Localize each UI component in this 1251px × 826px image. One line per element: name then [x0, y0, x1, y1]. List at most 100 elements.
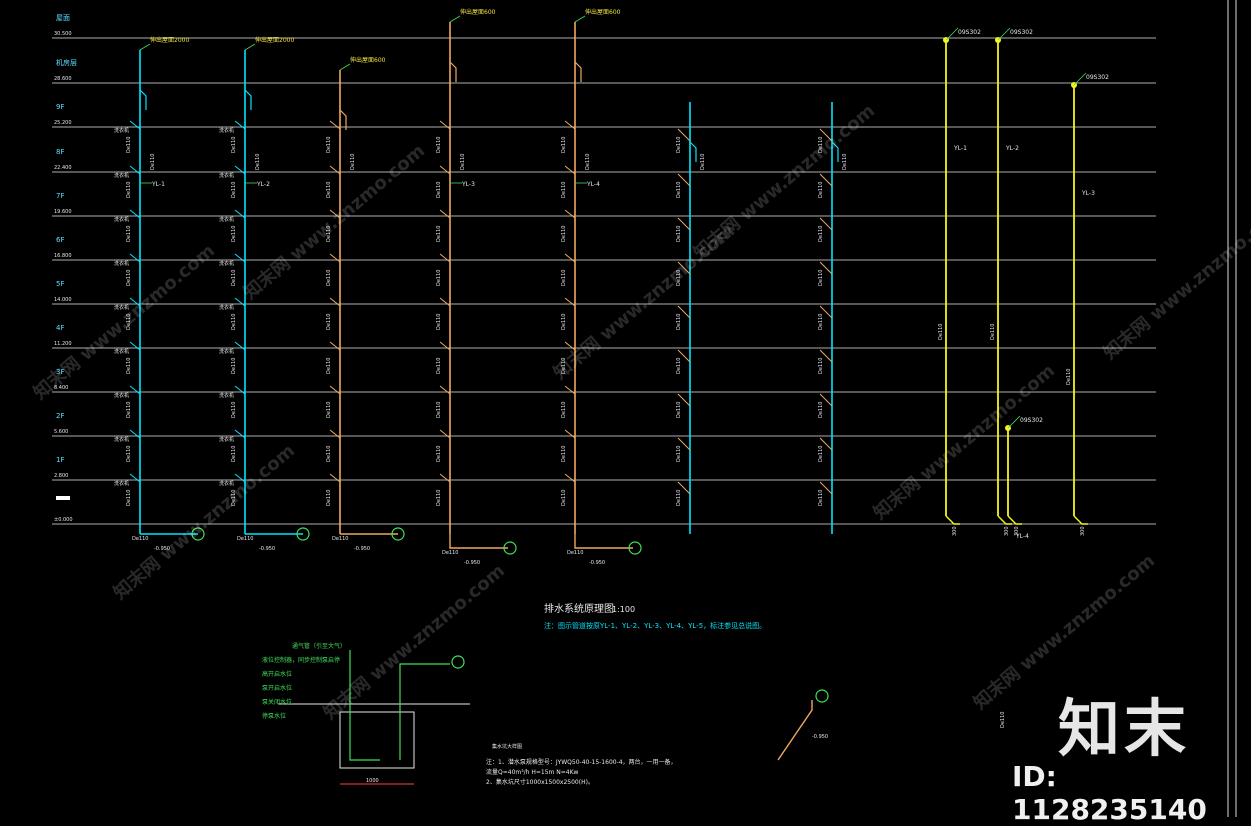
- branch-pipe: [234, 429, 246, 439]
- branch-pipe: [677, 393, 691, 407]
- pipe-size: De110: [676, 490, 682, 506]
- fixture-label: 洗衣机: [114, 392, 129, 399]
- pipe-size: De110: [818, 182, 824, 198]
- riser-tag: YL-2: [256, 181, 270, 188]
- floor-elevation: 2.800: [54, 473, 68, 479]
- riser-pipes: [129, 15, 1088, 555]
- outlet-pipe: [449, 534, 508, 549]
- branch-pipe: [819, 393, 833, 407]
- rain-tag: YL-2: [1005, 145, 1019, 152]
- pipe-offset: [831, 141, 839, 162]
- fixture-label: 洗衣机: [114, 480, 129, 487]
- watermark-text: 知末网 www.znzmo.com: [109, 440, 299, 604]
- rain-outlet: [997, 515, 1012, 525]
- bottom-elevation: -0.950: [812, 734, 828, 740]
- pipe-size: De110: [436, 270, 442, 286]
- pipe-size: De110: [818, 358, 824, 374]
- pipe-size: De110: [350, 154, 356, 170]
- pipe-size: De110: [126, 270, 132, 286]
- branch-pipe: [234, 297, 246, 307]
- pipe-size: De110: [700, 154, 706, 170]
- branch-pipe: [564, 209, 576, 219]
- fixture-label: 洗衣机: [114, 260, 129, 267]
- pit-outline: [339, 711, 415, 769]
- pipe-size: De110: [460, 154, 466, 170]
- leader-line: [244, 43, 256, 51]
- dim-label: 300: [1014, 526, 1020, 536]
- pit-note: 2、集水坑尺寸1000x1500x2500(H)。: [486, 778, 594, 786]
- pipe-size: De110: [326, 226, 332, 242]
- dim-label: 1000: [366, 778, 379, 784]
- branch-pipe: [329, 120, 341, 130]
- branch-pipe: [329, 209, 341, 219]
- branch-pipe: [677, 481, 691, 495]
- branch-pipe: [677, 173, 691, 187]
- branch-pipe: [329, 341, 341, 351]
- bottom-elevation: -0.950: [259, 546, 275, 552]
- pipe-size: De110: [818, 137, 824, 153]
- floor-elevation: 5.600: [54, 429, 68, 435]
- floor-elevation: 16.800: [54, 253, 72, 259]
- pipe-size: De110: [561, 490, 567, 506]
- pipe-size: De110: [436, 402, 442, 418]
- pump-pipe: [399, 663, 450, 760]
- branch-pipe: [564, 429, 576, 439]
- rain-tag: YL-1: [953, 145, 967, 152]
- pipe-size: De110: [326, 490, 332, 506]
- fixture-label: 洗衣机: [114, 348, 129, 355]
- floor-elevation: 30.500: [54, 31, 72, 37]
- fixture-label: 洗衣机: [114, 216, 129, 223]
- pit-title: 集水坑大样图: [492, 743, 522, 750]
- branch-pipe: [564, 165, 576, 175]
- pipe-offset: [139, 89, 147, 110]
- branch-pipe: [439, 120, 451, 130]
- pipe-size: De110: [436, 182, 442, 198]
- branch-pipe: [819, 349, 833, 363]
- rain-outlet: [1007, 515, 1022, 525]
- pipe-size: De110: [818, 314, 824, 330]
- pipe-size: De110: [561, 226, 567, 242]
- fixture-label: 洗衣机: [219, 392, 234, 399]
- floor-elevation: 28.600: [54, 76, 72, 82]
- level-marker: [56, 496, 70, 500]
- pipe-size: De110: [326, 358, 332, 374]
- riser-top-label: 伸出屋面600: [350, 56, 386, 64]
- std-ref: 09S302: [1010, 29, 1033, 36]
- inspection-well: [451, 655, 465, 669]
- pipe-size: De110: [436, 226, 442, 242]
- branch-pipe: [329, 429, 341, 439]
- pit-label: 高开启水位: [262, 670, 292, 678]
- pit-label: 通气管（引至大气）: [292, 642, 346, 650]
- branch-pipe: [677, 349, 691, 363]
- floor-elevation: 25.200: [54, 120, 72, 126]
- pipe-size: De110: [676, 446, 682, 462]
- pipe-size: De110: [818, 270, 824, 286]
- branch-pipe: [129, 253, 141, 263]
- riser-tag: YL-4: [586, 181, 600, 188]
- pipe-size: De110: [126, 446, 132, 462]
- pipe-offset: [689, 141, 697, 162]
- pipe-size: De110: [326, 402, 332, 418]
- drawing-title: 排水系统原理图: [544, 602, 614, 615]
- leader-line: [1073, 72, 1087, 86]
- branch-pipe: [234, 385, 246, 395]
- fixture-label: 洗衣机: [219, 480, 234, 487]
- branch-pipe: [129, 385, 141, 395]
- leader-line: [945, 27, 959, 41]
- pit-detail: 1000: [278, 650, 829, 785]
- branch-pipe: [129, 209, 141, 219]
- drawing-note: 注：图示管道按原YL-1、YL-2、YL-3、YL-4、YL-5，标注参见总说图…: [544, 621, 766, 630]
- branch-pipe: [439, 341, 451, 351]
- pipe-size: De110: [818, 226, 824, 242]
- pipe-size: De110: [561, 314, 567, 330]
- floor-elevation: 14.000: [54, 297, 72, 303]
- branch-pipe: [129, 120, 141, 130]
- pit-label: 泵关闭水位: [262, 698, 292, 706]
- fixture-label: 洗衣机: [114, 127, 129, 134]
- pipe-size: De110: [676, 314, 682, 330]
- rain-tag: YL-4: [1015, 533, 1029, 540]
- branch-pipe: [564, 473, 576, 483]
- pipe-size: De110: [132, 536, 148, 542]
- detail-pipe: [777, 700, 813, 761]
